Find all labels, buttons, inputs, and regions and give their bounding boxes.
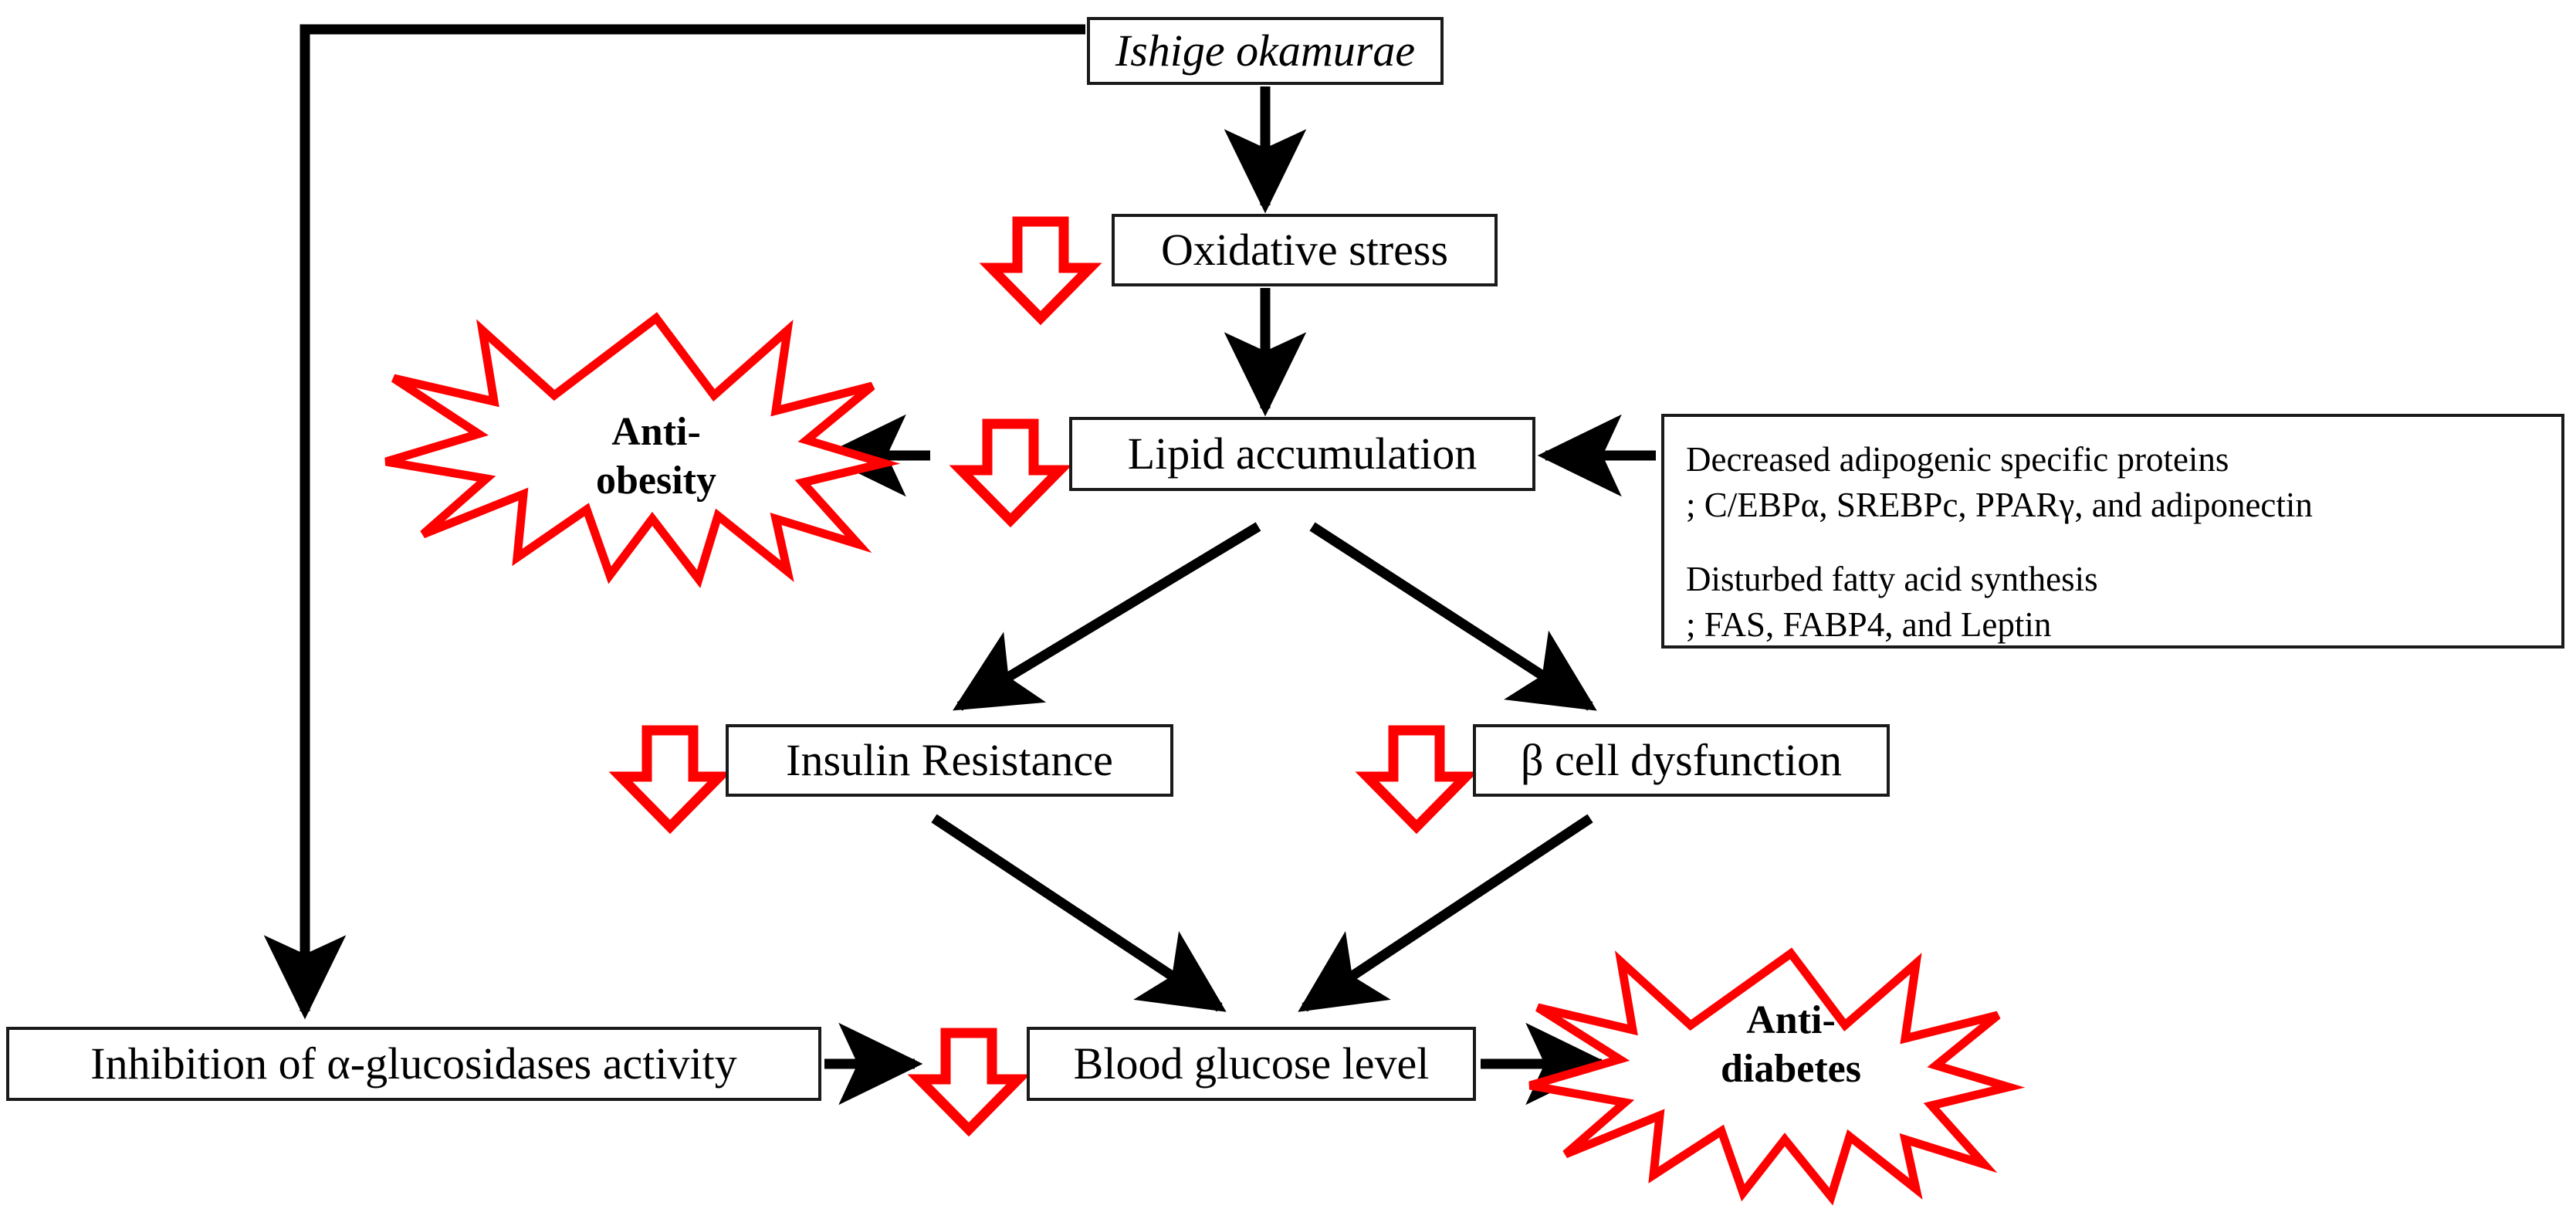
- red-down-arrow-beta-icon: [1355, 725, 1478, 835]
- node-lipid-accumulation-label: Lipid accumulation: [1127, 428, 1478, 479]
- anti-obesity-label: Anti- obesity: [533, 408, 780, 506]
- anti-obesity-label-line-2: obesity: [596, 459, 716, 503]
- node-beta-cell-dysfunction-label: β cell dysfunction: [1520, 734, 1843, 785]
- red-down-arrow-lipid-icon: [949, 418, 1072, 528]
- node-alpha-glucosidase-inhibition-label: Inhibition of α-glucosidases activity: [90, 1038, 737, 1089]
- node-beta-cell-dysfunction[interactable]: β cell dysfunction: [1473, 724, 1890, 797]
- anti-diabetes-label: Anti- diabetes: [1660, 996, 1922, 1094]
- edge-ishige-to-inhibition: [263, 24, 1085, 1020]
- node-ishige-okamurae-label: Ishige okamurae: [1115, 25, 1416, 76]
- proteins-line-3: Disturbed fatty acid synthesis: [1686, 560, 2098, 598]
- edge-insulin-to-glucose: [931, 814, 1227, 1012]
- node-insulin-resistance[interactable]: Insulin Resistance: [726, 724, 1173, 797]
- red-down-arrow-insulin-icon: [608, 725, 732, 835]
- node-ishige-okamurae[interactable]: Ishige okamurae: [1087, 17, 1444, 85]
- node-alpha-glucosidase-inhibition[interactable]: Inhibition of α-glucosidases activity: [6, 1027, 821, 1101]
- node-lipid-accumulation[interactable]: Lipid accumulation: [1069, 417, 1535, 491]
- node-oxidative-stress-label: Oxidative stress: [1160, 224, 1449, 275]
- anti-obesity-label-line-1: Anti-: [611, 410, 701, 454]
- edge-lipid-to-insulin: [953, 522, 1261, 711]
- anti-diabetes-label-line-1: Anti-: [1746, 998, 1836, 1042]
- proteins-paragraph-gap: [1686, 527, 2313, 557]
- proteins-line-2: ; C/EBPα, SREBPc, PPARγ, and adiponectin: [1686, 485, 2313, 524]
- edge-beta-to-glucose: [1298, 814, 1593, 1012]
- red-down-arrow-glucose-icon: [907, 1028, 1031, 1137]
- proteins-line-4: ; FAS, FABP4, and Leptin: [1686, 604, 2052, 644]
- anti-diabetes-label-line-2: diabetes: [1721, 1047, 1861, 1092]
- node-oxidative-stress[interactable]: Oxidative stress: [1112, 214, 1498, 286]
- red-down-arrow-oxidative-icon: [979, 216, 1102, 326]
- node-blood-glucose-level-label: Blood glucose level: [1073, 1038, 1430, 1089]
- edge-lipid-to-beta: [1309, 522, 1597, 711]
- node-insulin-resistance-label: Insulin Resistance: [786, 734, 1113, 785]
- node-blood-glucose-level[interactable]: Blood glucose level: [1027, 1027, 1476, 1101]
- node-adipogenic-proteins-body: Decreased adipogenic specific proteins ;…: [1686, 437, 2313, 647]
- node-adipogenic-proteins[interactable]: Decreased adipogenic specific proteins ;…: [1661, 414, 2564, 649]
- proteins-line-1: Decreased adipogenic specific proteins: [1686, 440, 2229, 479]
